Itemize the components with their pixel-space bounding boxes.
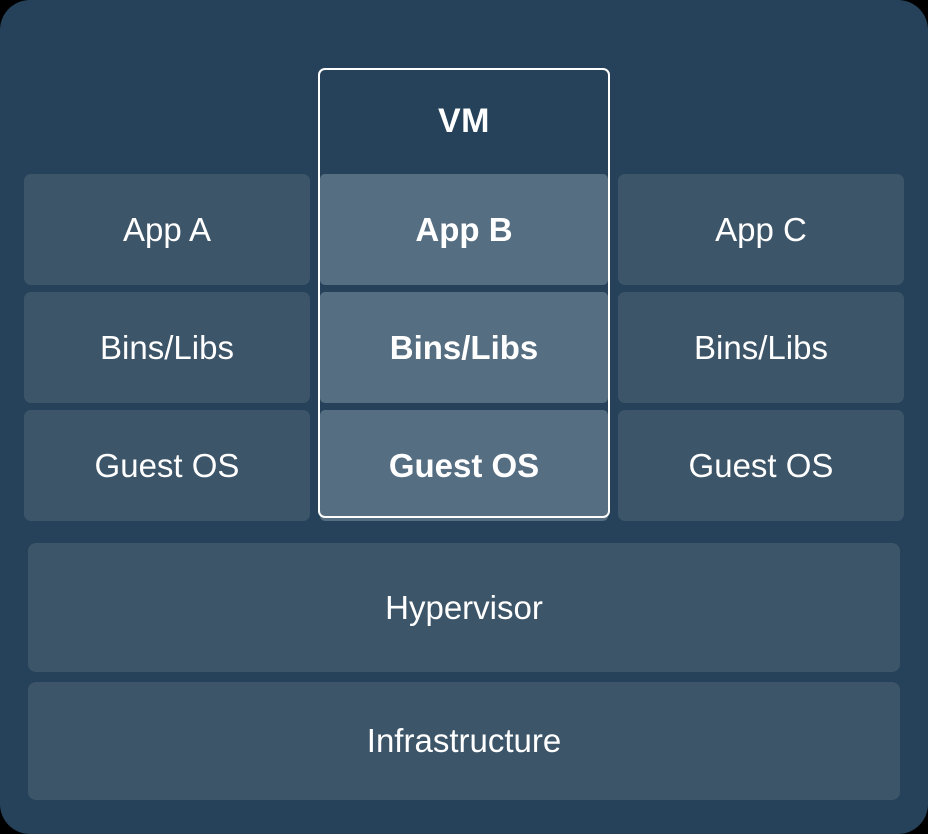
cell-guest-os-a: Guest OS (24, 410, 310, 521)
cell-guest-os-c: Guest OS (618, 410, 904, 521)
bar-infrastructure: Infrastructure (28, 682, 900, 800)
cell-guest-os-b: Guest OS (320, 410, 608, 521)
bar-hypervisor: Hypervisor (28, 543, 900, 672)
cell-app-a: App A (24, 174, 310, 285)
cell-bins-libs-b: Bins/Libs (320, 292, 608, 403)
cell-app-b: App B (320, 174, 608, 285)
cell-bins-libs-c: Bins/Libs (618, 292, 904, 403)
vm-label: VM (438, 101, 490, 140)
cell-app-c: App C (618, 174, 904, 285)
cell-bins-libs-a: Bins/Libs (24, 292, 310, 403)
